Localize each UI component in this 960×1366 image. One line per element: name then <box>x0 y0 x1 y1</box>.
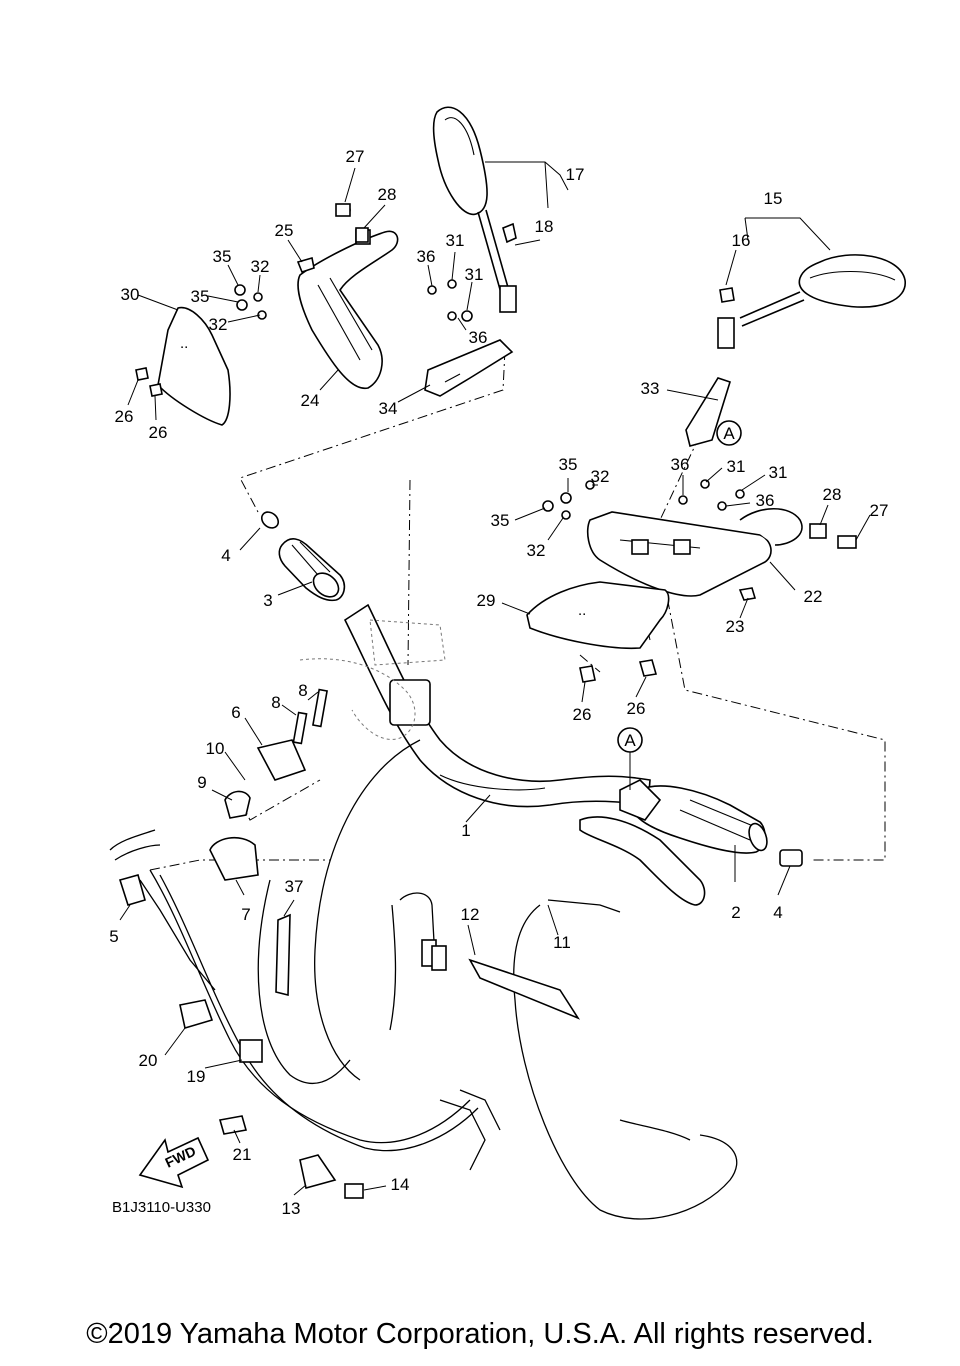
callout-14: 14 <box>391 1175 410 1194</box>
callout-33: 33 <box>641 379 660 398</box>
callout-7: 7 <box>241 905 250 924</box>
callout-30: 30 <box>121 285 140 304</box>
callout-28-right: 28 <box>823 485 842 504</box>
parts-diagram: .. .. <box>109 106 906 1220</box>
callout-17: 17 <box>566 165 585 184</box>
callout-26-c: 26 <box>573 705 592 724</box>
left-mirror <box>432 106 517 313</box>
callout-35-c: 35 <box>559 455 578 474</box>
callout-32-d: 32 <box>527 541 546 560</box>
callout-20: 20 <box>139 1051 158 1070</box>
left-switch-housing <box>299 619 446 740</box>
callout-26-b: 26 <box>149 423 168 442</box>
callout-31-c: 31 <box>727 457 746 476</box>
ref-marker-a-top: A <box>716 420 742 446</box>
ref-marker-a-bottom: A <box>617 727 643 790</box>
right-mirror <box>717 254 906 349</box>
callout-35-b: 35 <box>191 287 210 306</box>
clamps-and-holders <box>118 688 364 1199</box>
callout-31-b: 31 <box>465 265 484 284</box>
callout-29: 29 <box>477 591 496 610</box>
callout-2: 2 <box>731 903 740 922</box>
copyright-notice: ©2019 Yamaha Motor Corporation, U.S.A. A… <box>86 1318 874 1350</box>
callout-37: 37 <box>285 877 304 896</box>
callout-13: 13 <box>282 1199 301 1218</box>
callout-3: 3 <box>263 591 272 610</box>
callout-15: 15 <box>764 189 783 208</box>
callout-36-a: 36 <box>417 247 436 266</box>
callout-27-right: 27 <box>870 501 889 520</box>
callout-19: 19 <box>187 1067 206 1086</box>
left-handguard-assembly: .. <box>157 229 514 426</box>
callout-22: 22 <box>804 587 823 606</box>
callout-6: 6 <box>231 703 240 722</box>
callout-16: 16 <box>732 231 751 250</box>
callout-36-d: 36 <box>756 491 775 510</box>
callout-35-a: 35 <box>213 247 232 266</box>
callout-31-a: 31 <box>446 231 465 250</box>
callout-18: 18 <box>535 217 554 236</box>
right-handguard-assembly: .. <box>526 377 803 650</box>
left-grip <box>260 511 346 602</box>
callout-12: 12 <box>461 905 480 924</box>
callout-25: 25 <box>275 221 294 240</box>
leader-lines <box>119 161 871 1196</box>
callout-10: 10 <box>206 739 225 758</box>
callout-26-a: 26 <box>115 407 134 426</box>
callouts: 27 28 25 35 32 30 35 32 26 26 24 34 36 3… <box>109 147 888 1218</box>
callout-4-left: 4 <box>221 546 230 565</box>
svg-text:..: .. <box>180 335 188 352</box>
callout-8-b: 8 <box>298 681 307 700</box>
callout-9: 9 <box>197 773 206 792</box>
callout-32-b: 32 <box>209 315 228 334</box>
right-grip-assembly <box>579 779 803 906</box>
callout-8-a: 8 <box>271 693 280 712</box>
svg-text:A: A <box>624 731 636 750</box>
callout-5: 5 <box>109 927 118 946</box>
svg-text:..: .. <box>578 602 586 619</box>
callout-36-b: 36 <box>469 328 488 347</box>
callout-21: 21 <box>233 1145 252 1164</box>
diagram-reference-code: B1J3110-U330 <box>112 1199 211 1216</box>
callout-4-right: 4 <box>773 903 782 922</box>
callout-11: 11 <box>553 933 571 952</box>
fasteners <box>135 203 857 683</box>
callout-35-d: 35 <box>491 511 510 530</box>
callout-27-left: 27 <box>346 147 365 166</box>
callout-32-a: 32 <box>251 257 270 276</box>
callout-32-c: 32 <box>591 467 610 486</box>
callout-34: 34 <box>379 399 398 418</box>
callout-28-left: 28 <box>378 185 397 204</box>
cables <box>109 739 738 1220</box>
callout-1: 1 <box>461 821 470 840</box>
forward-direction-arrow: FWD <box>138 1136 210 1189</box>
callout-31-d: 31 <box>769 463 788 482</box>
callout-36-c: 36 <box>671 455 690 474</box>
callout-24: 24 <box>301 391 320 410</box>
callout-23: 23 <box>726 617 745 636</box>
svg-text:A: A <box>723 424 735 443</box>
callout-26-d: 26 <box>627 699 646 718</box>
